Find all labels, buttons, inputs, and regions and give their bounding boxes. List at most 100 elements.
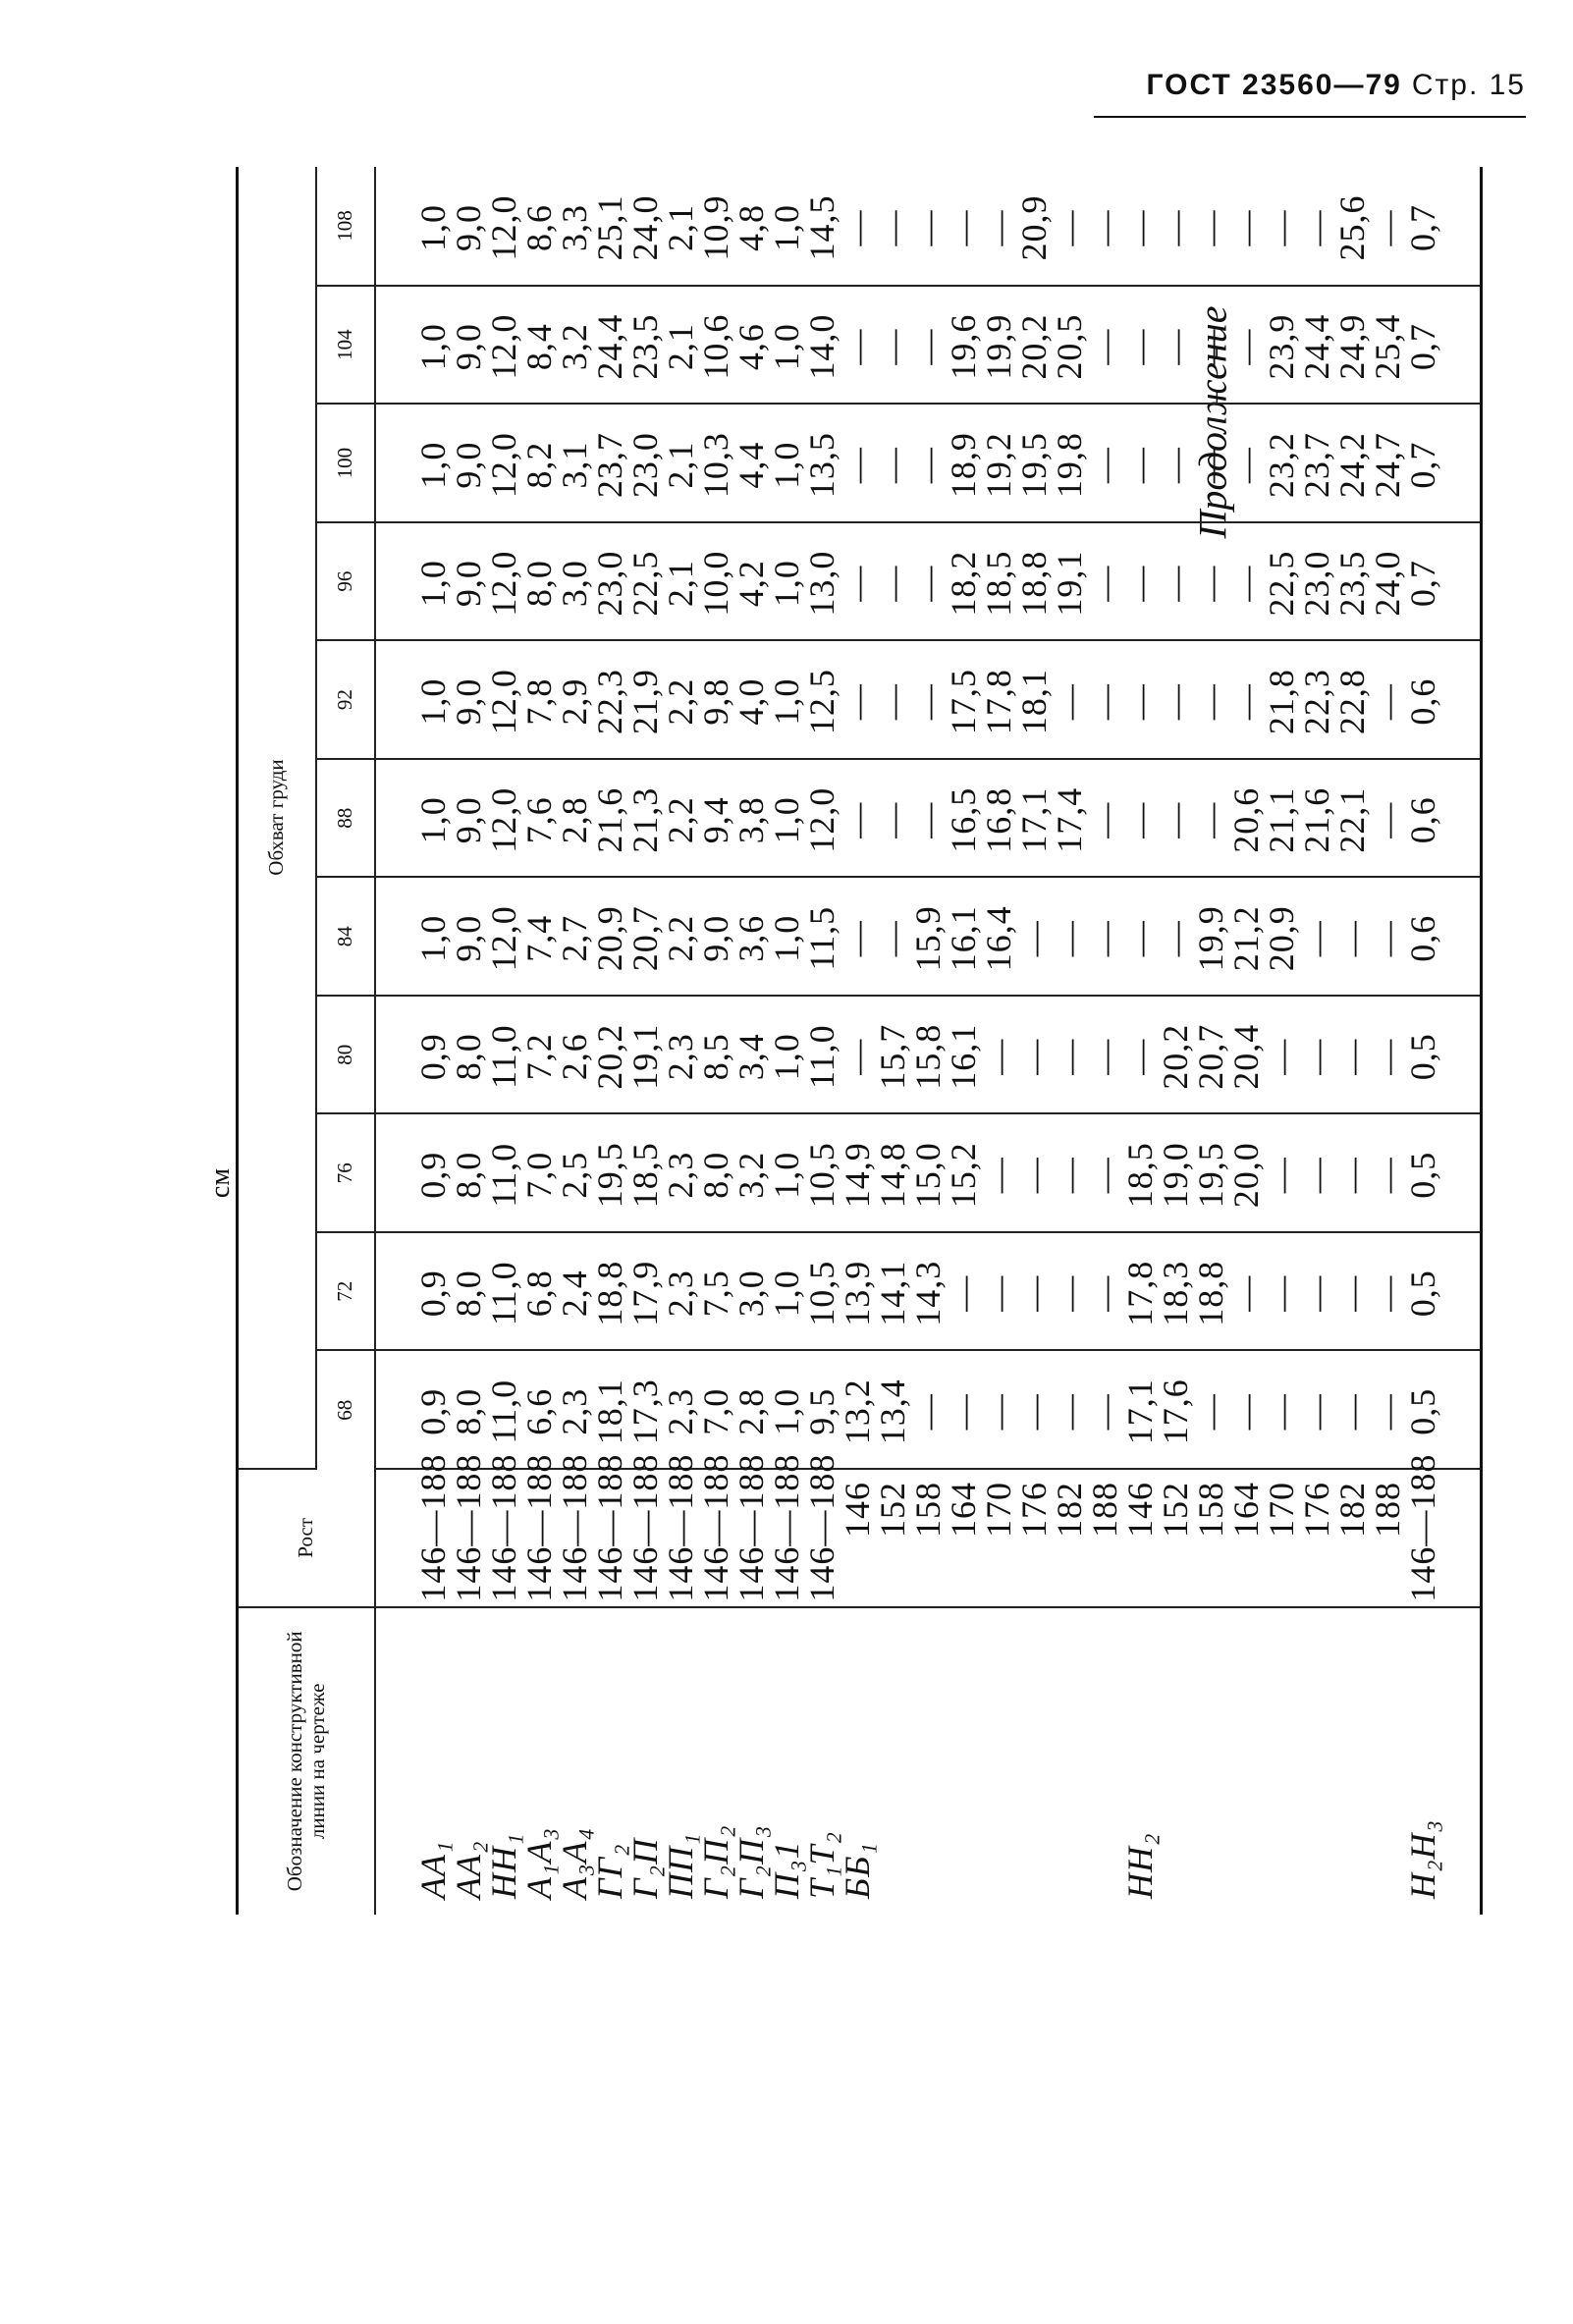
table-cell: 24,0 (625, 167, 665, 286)
table-cell: — (1156, 285, 1195, 405)
table-cell: 0,6 (1403, 877, 1482, 996)
table-cell: 4,0 (732, 640, 771, 759)
table-cell: 17,5 (944, 640, 983, 759)
table-cell: 24,2 (1332, 404, 1372, 522)
table-cell: 22,5 (1262, 521, 1301, 641)
table-cell: 3,8 (732, 758, 771, 878)
table-cell: — (908, 404, 948, 522)
table-cell: 1,0 (767, 995, 806, 1114)
table-cell: — (1226, 404, 1266, 522)
table-cell: 14,3 (908, 1231, 948, 1351)
table-cell: 23,5 (1332, 521, 1372, 641)
table-cell: 2,4 (555, 1231, 594, 1351)
table-cell: 9,5 (802, 1350, 841, 1470)
row-height: 146—188 (802, 1454, 841, 1607)
header-girth: 80 (316, 995, 375, 1114)
table-cell: — (873, 404, 912, 522)
table-cell: 10,5 (802, 1113, 841, 1232)
table-cell: — (838, 877, 877, 996)
table-cell: 15,0 (908, 1113, 948, 1232)
header-girth: 76 (316, 1113, 375, 1232)
table-cell: 20,0 (1226, 1113, 1266, 1232)
row-height: 170 (979, 1469, 1018, 1607)
table-cell: 20,6 (1226, 758, 1266, 878)
table-cell: 1,0 (767, 640, 806, 759)
table-cell: — (1297, 1350, 1336, 1470)
table-cell: 1,0 (375, 285, 453, 405)
row-designation (1052, 1607, 1087, 1915)
table-cell: — (1120, 995, 1160, 1114)
table-cell: — (908, 640, 948, 759)
table-cell: 15,2 (944, 1113, 983, 1232)
table-cell: 24,7 (1368, 404, 1407, 522)
table-cell: — (1050, 1350, 1089, 1470)
row-designation: ПП₁ (661, 1832, 700, 1899)
table-cell: 0,9 (375, 1113, 453, 1232)
table-cell: — (1262, 1113, 1301, 1232)
table-cell: 2,2 (661, 640, 700, 759)
table-cell: 0,9 (375, 995, 453, 1114)
table-cell: 0,9 (375, 1350, 453, 1470)
table-cell: — (1332, 1231, 1372, 1351)
row-designation (1158, 1607, 1193, 1915)
table-cell: 9,4 (696, 758, 735, 878)
table-cell: — (1085, 167, 1124, 286)
row-height: 152 (1156, 1469, 1195, 1607)
table-cell: 1,0 (375, 521, 453, 641)
table-cell: — (1297, 995, 1336, 1114)
table-cell: 2,7 (555, 877, 594, 996)
table-cell: — (838, 285, 877, 405)
table-cell: 14,8 (873, 1113, 912, 1232)
row-designation (1370, 1607, 1405, 1915)
table-cell: 18,5 (625, 1113, 665, 1232)
table-cell: 8,4 (519, 285, 559, 405)
row-height: 146 (1120, 1469, 1160, 1607)
table-cell: — (838, 758, 877, 878)
table-cell: — (979, 1350, 1018, 1470)
table-cell: 23,9 (1262, 285, 1301, 405)
table-cell: 9,0 (449, 877, 488, 996)
table-cell: 4,2 (732, 521, 771, 641)
table-cell: — (1120, 404, 1160, 522)
table-cell: 12,0 (484, 404, 523, 522)
table-cell: — (1191, 640, 1230, 759)
table-cell: 6,8 (519, 1231, 559, 1351)
measurement-table: Обозначение конструктивной линии на черт… (236, 167, 1483, 1915)
table-cell: — (979, 167, 1018, 286)
table-cell: — (1156, 521, 1195, 641)
table-cell: 11,0 (484, 1231, 523, 1351)
table-cell: 3,2 (732, 1113, 771, 1232)
table-cell: 16,1 (944, 995, 983, 1114)
row-designation: ББ₁ (838, 1842, 877, 1899)
table-cell: — (1050, 640, 1089, 759)
table-cell: — (908, 521, 948, 641)
table-cell: 21,8 (1262, 640, 1301, 759)
table-cell: — (1226, 1350, 1266, 1470)
table-cell: 11,0 (484, 1113, 523, 1232)
table-cell: 7,0 (696, 1350, 735, 1470)
table-cell: 14,1 (873, 1231, 912, 1351)
table-cell: — (1014, 995, 1054, 1114)
table-cell: 11,0 (484, 995, 523, 1114)
table-cell: 9,0 (449, 404, 488, 522)
table-cell: 23,0 (625, 404, 665, 522)
table-cell: 2,9 (555, 640, 594, 759)
table-cell: 2,3 (555, 1350, 594, 1470)
table-cell: — (1050, 1113, 1089, 1232)
table-cell: — (873, 758, 912, 878)
table-cell: 7,2 (519, 995, 559, 1114)
row-height: 146—188 (449, 1454, 488, 1607)
table-cell: — (1085, 877, 1124, 996)
table-cell: 9,0 (449, 758, 488, 878)
table-cell: 16,8 (979, 758, 1018, 878)
table-cell: 2,2 (661, 758, 700, 878)
